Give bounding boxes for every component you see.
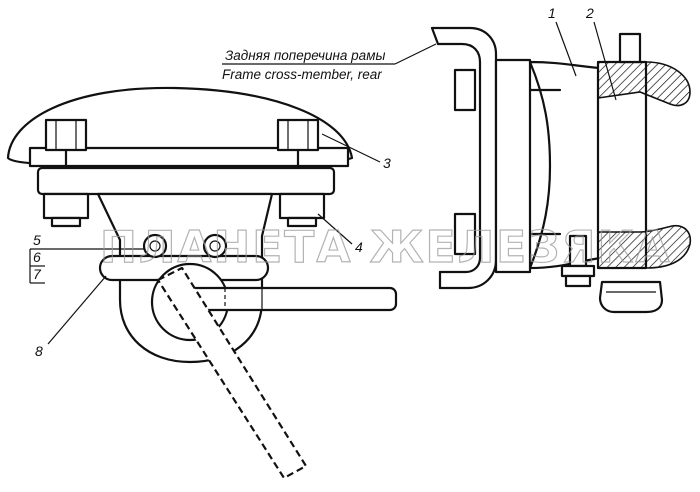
bottom-pin xyxy=(598,280,664,314)
jaw-bottom xyxy=(597,224,692,269)
side-flange xyxy=(494,58,532,274)
callout-4: 4 xyxy=(355,239,363,255)
callout-2: 2 xyxy=(585,5,594,21)
leader-8 xyxy=(47,275,107,345)
leader-2 xyxy=(593,21,617,101)
side-view xyxy=(430,26,692,314)
side-hook-body xyxy=(528,60,602,270)
callout-1: 1 xyxy=(548,5,556,21)
side-bolt-top xyxy=(453,68,477,112)
latch-bolt-right xyxy=(202,233,228,259)
top-stem xyxy=(618,32,642,64)
callout-6: 6 xyxy=(33,249,41,265)
caption-en: Frame cross-member, rear xyxy=(222,67,382,82)
bolt-left-top xyxy=(44,118,88,152)
leader-3 xyxy=(321,133,381,163)
side-bolt-bottom xyxy=(453,212,477,256)
leader-1 xyxy=(555,21,577,77)
nut-right xyxy=(278,192,326,228)
latch-bolt-left xyxy=(142,233,168,259)
front-view xyxy=(6,86,398,480)
bracket-plate xyxy=(36,166,336,196)
handle-diagonal xyxy=(156,266,308,480)
callout-5: 5 xyxy=(33,232,41,248)
leader-4 xyxy=(317,213,353,245)
watermark: ПЛАНЕТА ЖЕЛЕЗЯКА xyxy=(100,222,671,273)
latch-washer xyxy=(564,274,592,288)
jaw-top xyxy=(597,61,691,107)
callout-3: 3 xyxy=(383,155,391,171)
bolt-right-top xyxy=(276,118,320,152)
handle-horizontal xyxy=(186,286,398,312)
flange-plate xyxy=(28,146,350,168)
caption-leader xyxy=(394,43,437,65)
callout-8: 8 xyxy=(35,343,43,359)
callout-7: 7 xyxy=(33,266,42,282)
nut-left xyxy=(42,192,90,228)
caption-ru: Задняя поперечина рамы xyxy=(225,48,385,63)
